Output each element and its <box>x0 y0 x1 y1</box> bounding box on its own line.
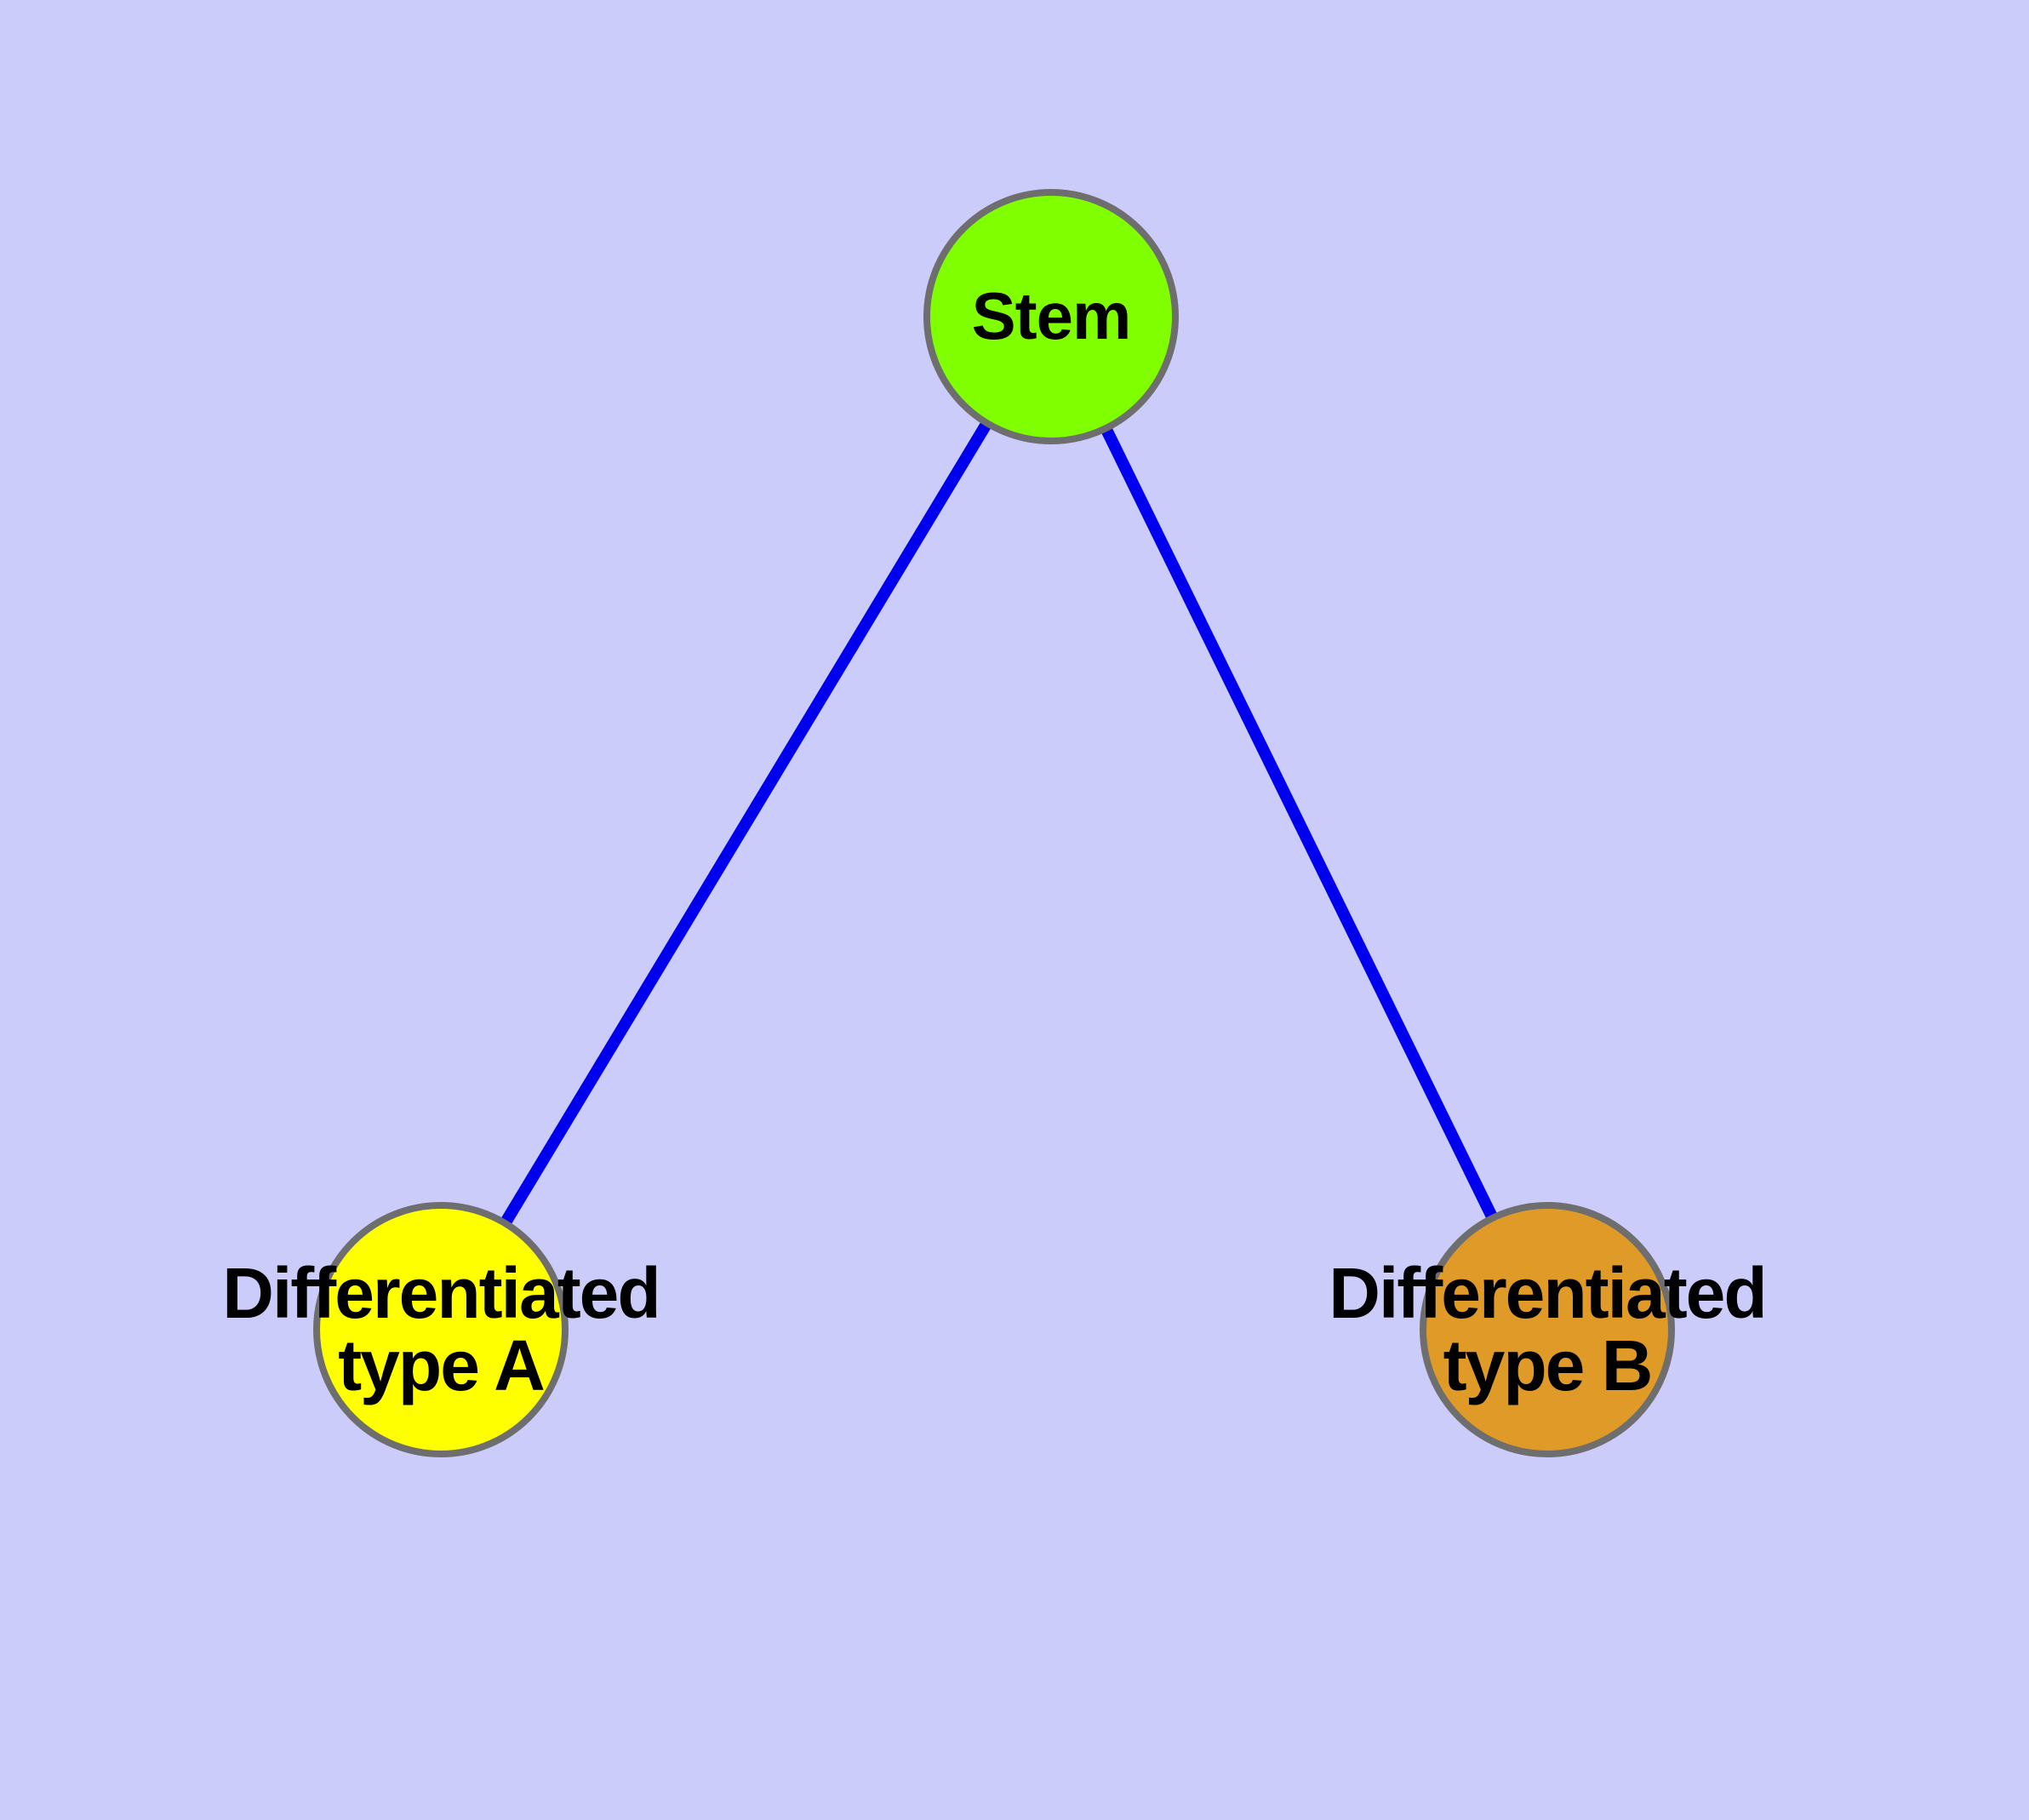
edge-stem-to-diff-a <box>436 313 1056 1333</box>
edge-stem-to-diff-b <box>1045 313 1553 1333</box>
node-circle-diff-b[interactable] <box>1420 1202 1675 1457</box>
node-circle-stem[interactable] <box>923 189 1179 444</box>
edge-layer <box>436 313 1553 1333</box>
node-layer <box>313 189 1675 1457</box>
node-circle-diff-a[interactable] <box>313 1202 569 1457</box>
